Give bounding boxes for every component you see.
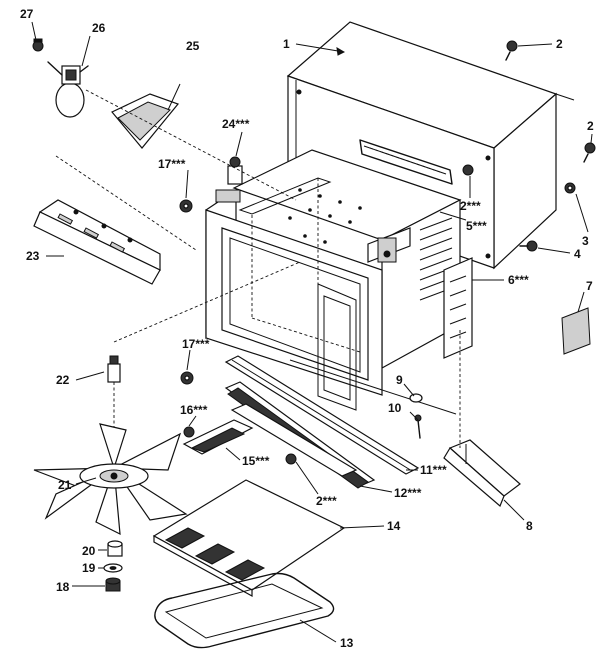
callout-16: 16*** [180,403,208,417]
callout-5: 5*** [466,219,487,233]
label-plate-part-7 [561,307,591,355]
callout-22: 22 [56,373,70,387]
callout-2-top: 2 [556,37,563,51]
element-cover-part-15 [182,419,254,455]
callout-17-upper: 17*** [158,157,186,171]
callout-17-lower: 17*** [182,337,210,351]
callout-25: 25 [186,39,200,53]
screw-part-2-mid [462,164,474,176]
front-trim-bracket-part-23 [33,199,161,285]
callout-27: 27 [20,7,34,21]
cavity-top-vents [288,188,362,244]
callout-6: 6*** [508,273,529,287]
washer-part-19 [103,563,123,573]
lamp-socket-part-26 [47,61,89,118]
callout-11: 11*** [420,463,447,477]
callout-8: 8 [526,519,533,533]
oven-cavity-liner-part-5 [205,149,462,396]
callout-23: 23 [26,249,40,263]
callout-21: 21 [58,478,72,492]
screw-part-4 [519,240,538,252]
callout-20: 20 [82,544,96,558]
callout-12: 12*** [394,486,422,500]
callout-labels: 1 2 2 2*** 2*** 3 4 5*** 6*** 7 8 9 10 1… [20,7,594,650]
front-frame [289,283,457,415]
callout-15: 15*** [242,454,270,468]
door-seal-strip [230,403,358,477]
screw-part-2-right [583,142,596,163]
thermostat-part-24 [215,156,243,203]
callout-2-bottom: 2*** [316,494,337,508]
side-flange-part-6 [443,257,473,359]
callout-7: 7 [586,279,593,293]
screw-part-10 [414,414,422,439]
fastener-part-17-upper [179,199,193,213]
leader-lines [31,21,593,643]
nut-part-18 [105,577,121,592]
fastener-part-17-lower [180,371,194,385]
screw-part-2-bottom [285,453,297,465]
fastener-part-16 [183,426,195,438]
callout-4: 4 [574,247,581,261]
screw-part-2-top [505,40,518,61]
callout-10: 10 [388,401,402,415]
hinge-bracket-part-8 [443,439,521,508]
callout-18: 18 [56,580,70,594]
callout-13: 13 [340,636,354,650]
callout-19: 19 [82,561,96,575]
gasket-strip-part-11 [224,355,420,475]
callout-24: 24*** [222,117,250,131]
drip-tray-part-13 [154,572,335,649]
washer-part-3 [564,182,576,194]
callout-26: 26 [92,21,106,35]
lamp-screw-part-27 [32,38,44,52]
callout-14: 14 [387,519,401,533]
knob-part-9 [409,393,423,403]
callout-2-right: 2 [587,119,594,133]
callout-2-mid: 2*** [460,199,481,213]
hub-part-20 [107,540,123,557]
callout-9: 9 [396,373,403,387]
fan-blade-part-21 [33,423,188,536]
callout-1: 1 [283,37,290,51]
callout-3: 3 [582,234,589,248]
